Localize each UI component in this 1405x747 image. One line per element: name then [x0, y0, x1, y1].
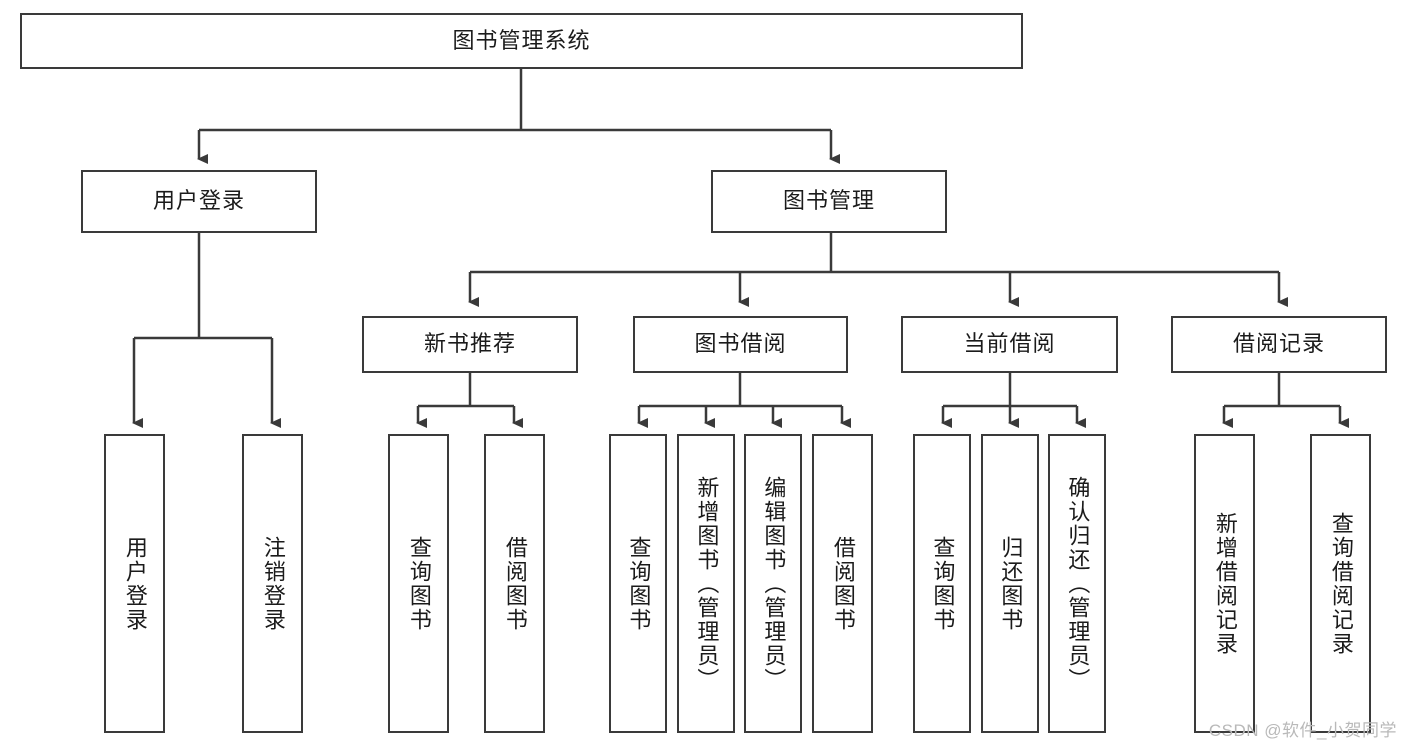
node-label: 图书管理系统 — [452, 27, 591, 53]
node-label: 编辑图书（管理员） — [761, 475, 787, 692]
leaf-edit-book-admin[interactable]: 编辑图书（管理员） — [744, 434, 802, 733]
leaf-confirm-return-admin[interactable]: 确认归还（管理员） — [1048, 434, 1106, 733]
leaf-borrow-book[interactable]: 借阅图书 — [812, 434, 873, 733]
leaf-query-book-borrow[interactable]: 查询图书 — [609, 434, 667, 733]
leaf-user-login[interactable]: 用户登录 — [104, 434, 165, 733]
node-label: 注销登录 — [260, 535, 286, 632]
leaf-query-borrow-record[interactable]: 查询借阅记录 — [1310, 434, 1371, 733]
leaf-add-book-admin[interactable]: 新增图书（管理员） — [677, 434, 735, 733]
node-label: 借阅图书 — [830, 535, 856, 632]
node-label: 借阅记录 — [1232, 331, 1325, 357]
node-borrow-record[interactable]: 借阅记录 — [1171, 316, 1387, 373]
leaf-return-book[interactable]: 归还图书 — [981, 434, 1039, 733]
node-new-book-recommend[interactable]: 新书推荐 — [362, 316, 578, 373]
node-label: 查询图书 — [626, 535, 652, 632]
node-label: 借阅图书 — [502, 535, 528, 632]
leaf-query-book-current[interactable]: 查询图书 — [913, 434, 971, 733]
node-label: 当前借阅 — [963, 331, 1056, 357]
leaf-add-borrow-record[interactable]: 新增借阅记录 — [1194, 434, 1255, 733]
node-root-system[interactable]: 图书管理系统 — [20, 13, 1023, 69]
node-book-borrow[interactable]: 图书借阅 — [633, 316, 848, 373]
node-label: 新书推荐 — [423, 331, 516, 357]
node-label: 用户登录 — [152, 188, 245, 214]
node-current-borrow[interactable]: 当前借阅 — [901, 316, 1118, 373]
node-label: 用户登录 — [122, 535, 148, 632]
csdn-watermark: CSDN @软件_小贺同学 — [1208, 721, 1397, 740]
leaf-query-book-recommend[interactable]: 查询图书 — [388, 434, 449, 733]
node-label: 图书借阅 — [694, 331, 787, 357]
node-label: 查询图书 — [406, 535, 432, 632]
node-label: 图书管理 — [782, 188, 875, 214]
node-user-login[interactable]: 用户登录 — [81, 170, 317, 233]
node-label: 查询图书 — [930, 535, 956, 632]
leaf-logout[interactable]: 注销登录 — [242, 434, 303, 733]
node-label: 新增借阅记录 — [1212, 511, 1238, 656]
node-label: 确认归还（管理员） — [1065, 475, 1091, 692]
node-book-management[interactable]: 图书管理 — [711, 170, 947, 233]
leaf-borrow-book-recommend[interactable]: 借阅图书 — [484, 434, 545, 733]
node-label: 归还图书 — [998, 535, 1024, 632]
node-label: 新增图书（管理员） — [694, 475, 720, 692]
node-label: 查询借阅记录 — [1328, 511, 1354, 656]
